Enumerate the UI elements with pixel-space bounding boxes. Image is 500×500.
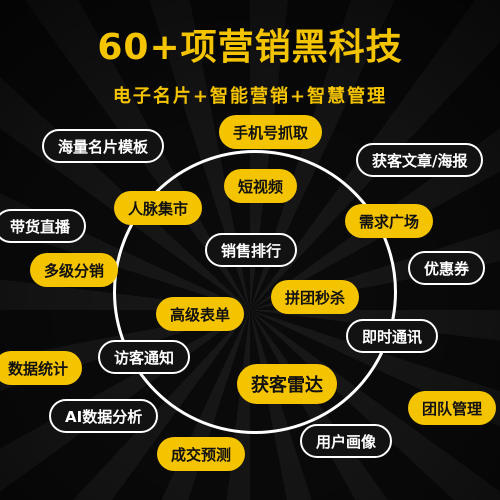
feature-demand-square: 需求广场: [345, 204, 434, 238]
feature-network-market: 人脉集市: [114, 191, 203, 225]
feature-ai-data-analysis: AI数据分析: [49, 399, 159, 433]
feature-instant-messaging: 即时通讯: [346, 319, 439, 353]
feature-short-video: 短视频: [224, 169, 298, 203]
feature-visitor-notification: 访客通知: [98, 340, 191, 374]
subheadline: 电子名片+智能营销+智慧管理: [112, 86, 388, 107]
feature-data-statistics: 数据统计: [0, 351, 83, 385]
feature-business-card-templates: 海量名片模板: [42, 129, 165, 163]
feature-live-selling: 带货直播: [0, 209, 87, 243]
feature-group-flash-sale: 拼团秒杀: [271, 280, 360, 314]
feature-phone-capture: 手机号抓取: [219, 115, 323, 149]
feature-ring: [113, 150, 397, 434]
feature-lead-articles-posters: 获客文章/海报: [356, 143, 484, 177]
feature-multi-level-distribution: 多级分销: [30, 253, 119, 287]
feature-coupons: 优惠券: [408, 251, 486, 285]
headline: 60+项营销黑科技: [97, 27, 403, 68]
feature-user-profile: 用户画像: [300, 424, 393, 458]
feature-deal-prediction: 成交预测: [157, 437, 246, 471]
feature-sales-ranking: 销售排行: [205, 233, 298, 267]
feature-advanced-forms: 高级表单: [156, 297, 245, 331]
feature-lead-radar: 获客雷达: [237, 364, 337, 404]
feature-team-management: 团队管理: [408, 391, 497, 425]
